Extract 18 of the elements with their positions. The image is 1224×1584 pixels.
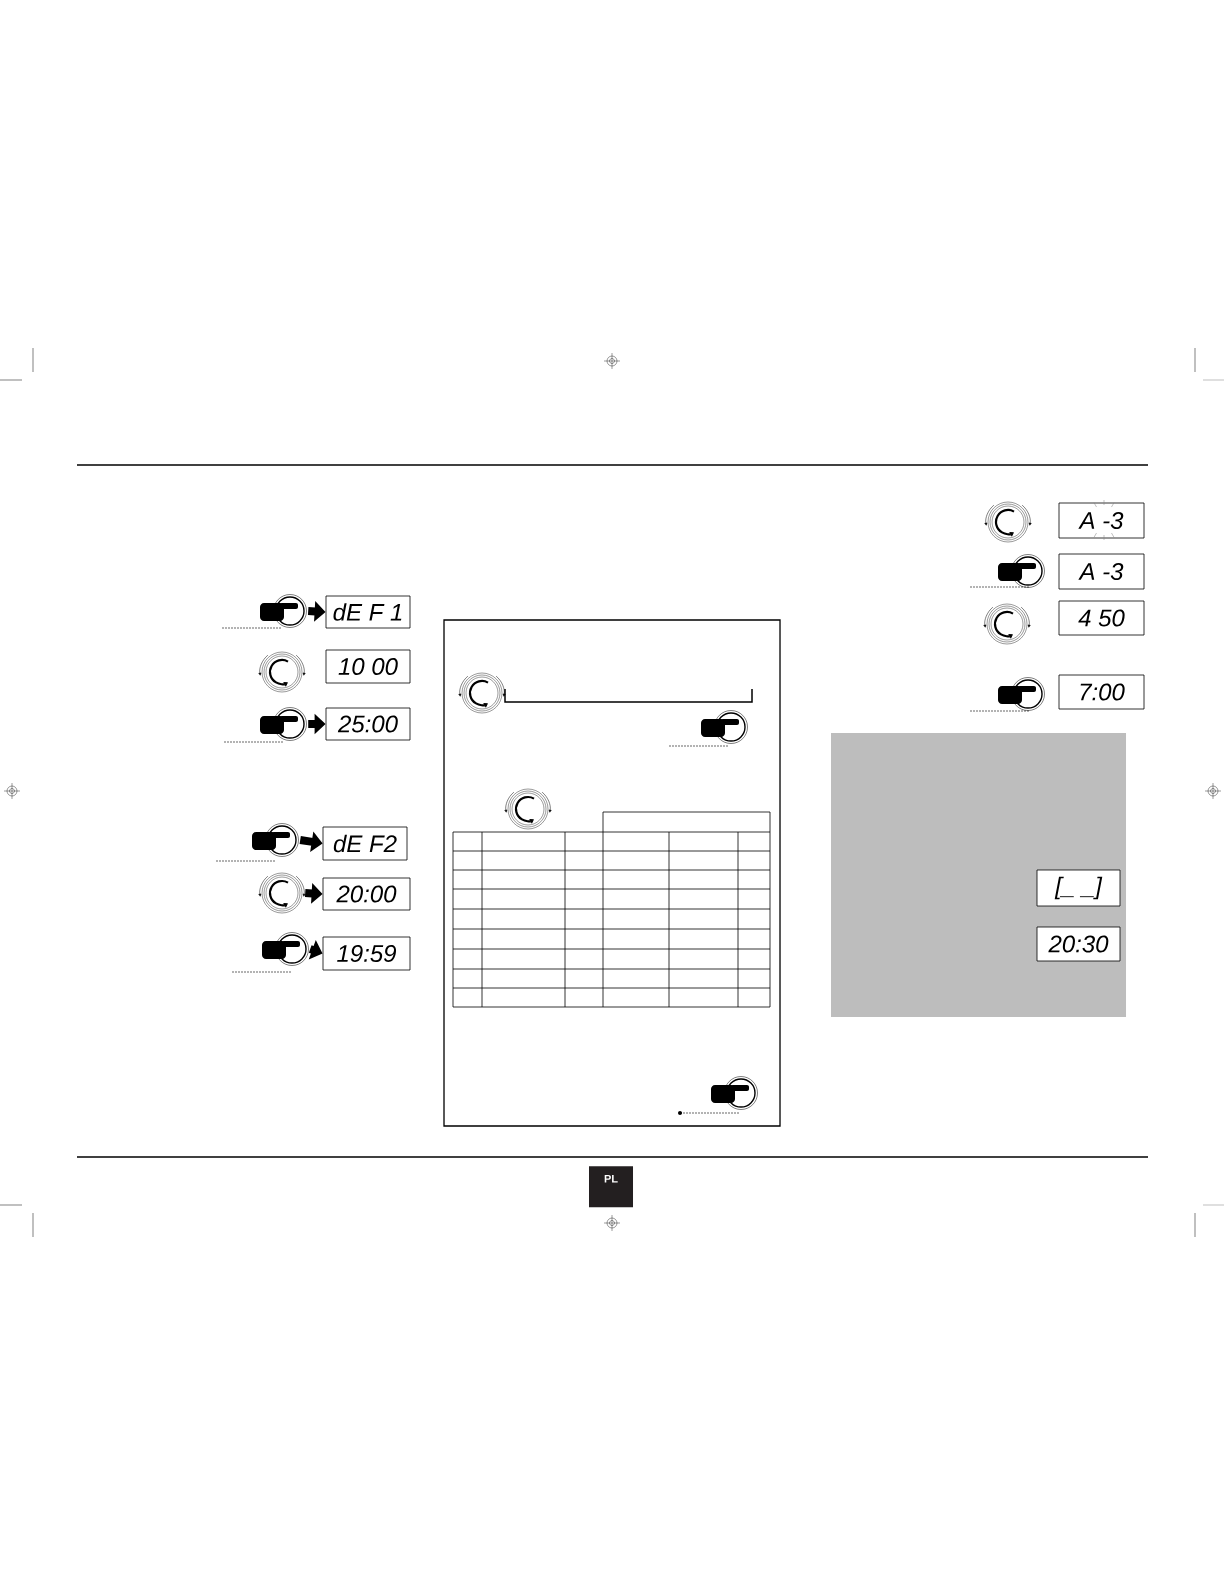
display-screen: 10 00 <box>325 649 411 684</box>
push-button-icon <box>252 823 299 857</box>
display-screen: dE F 1 <box>325 595 411 629</box>
display-screen: A -3 <box>1058 553 1145 590</box>
display-screen: 4 50 <box>1058 600 1145 636</box>
display-screen: 19:59 <box>322 936 411 971</box>
knob-icon <box>258 872 306 914</box>
display-screen: 20:30 <box>1036 926 1121 962</box>
page-language-tab: PL <box>589 1166 633 1208</box>
push-button-icon <box>260 707 307 741</box>
display-screen: A -3 <box>1058 502 1145 539</box>
display-screen: dE F2 <box>322 826 408 861</box>
display-screen: [_ _] <box>1036 869 1121 907</box>
display-screen: 20:00 <box>322 877 411 911</box>
display-screen: 25:00 <box>325 707 411 741</box>
display-screen: 7:00 <box>1058 674 1145 710</box>
push-button-icon <box>260 594 307 628</box>
push-button-icon <box>262 932 309 966</box>
